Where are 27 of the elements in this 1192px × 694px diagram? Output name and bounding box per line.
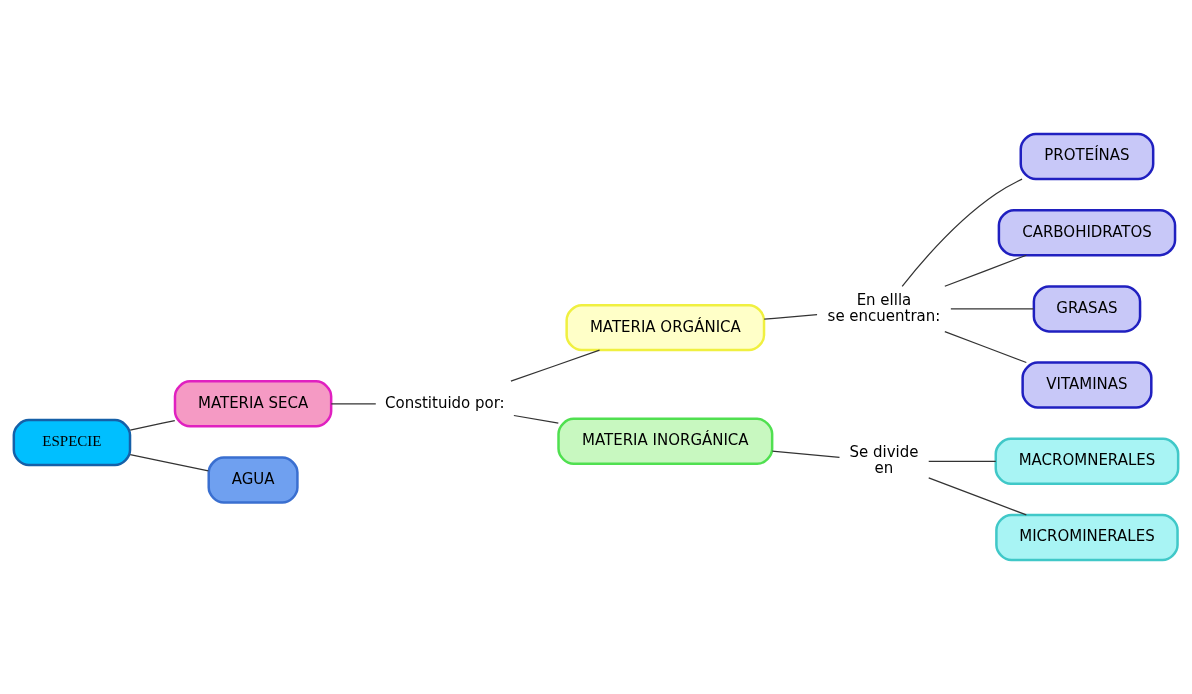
node-box: MICROMINERALES [995, 513, 1179, 562]
node-box: PROTEÍNAS [1019, 132, 1155, 181]
connector [944, 254, 1027, 287]
node-text: Se divide en [849, 443, 919, 478]
connector [510, 349, 601, 382]
connector [129, 419, 176, 431]
connector [950, 308, 1035, 310]
node-box: VITAMINAS [1021, 361, 1153, 409]
node-box: MACROMNERALES [994, 437, 1180, 486]
connector [771, 450, 841, 458]
node-box: GRASAS [1032, 285, 1142, 333]
node-text: En ellla se encuentran: [827, 290, 941, 325]
connector [901, 178, 1023, 287]
node-box: MATERIA ORGÁNICA [565, 303, 766, 352]
node-box: MATERIA INORGÁNICA [557, 417, 774, 466]
node-box: AGUA [207, 456, 299, 504]
connector [330, 403, 377, 405]
connector [129, 453, 209, 472]
connector [928, 460, 997, 462]
node-box: ESPECIE [12, 418, 132, 467]
node-box: CARBOHIDRATOS [997, 208, 1177, 257]
node-box: MATERIA SECA [173, 380, 333, 428]
node-text: Constituido por: [385, 393, 505, 412]
connector [928, 477, 1027, 516]
connector [944, 330, 1027, 364]
connector [763, 313, 818, 320]
connector [513, 414, 559, 424]
